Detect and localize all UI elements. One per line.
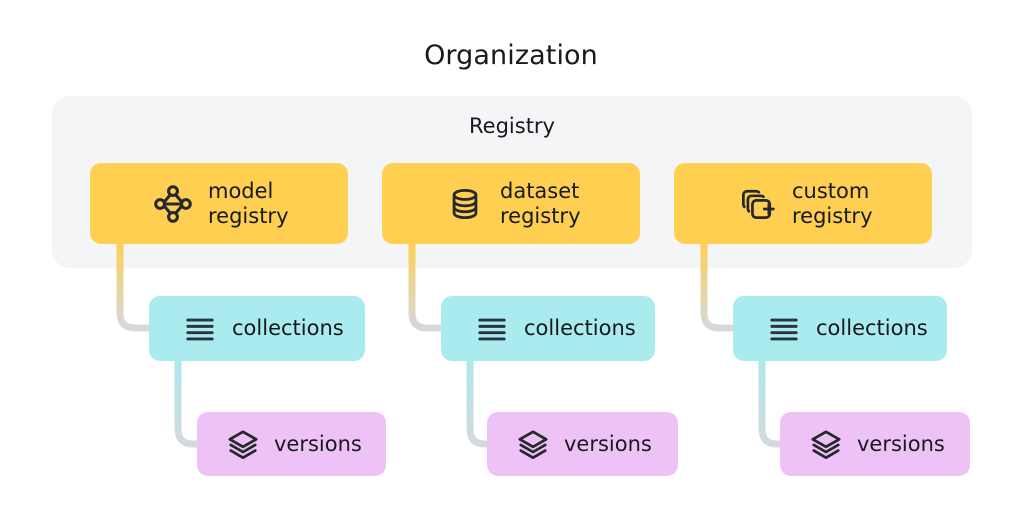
stacked-squares-plus-icon [736,183,778,225]
collections-box-model[interactable]: collections [149,296,365,361]
registry-card-label: dataset registry [500,178,581,228]
collections-label: collections [232,316,344,341]
registry-card-label: custom registry [792,178,873,228]
registry-card-label: model registry [208,178,289,228]
collections-box-custom[interactable]: collections [733,296,947,361]
layers-stack-icon [227,428,259,460]
list-lines-icon [769,314,799,344]
versions-box-model[interactable]: versions [197,412,386,476]
node-graph-icon [152,183,194,225]
collections-label: collections [524,316,636,341]
collections-box-dataset[interactable]: collections [441,296,655,361]
collections-label: collections [816,316,928,341]
versions-box-custom[interactable]: versions [780,412,970,476]
versions-box-dataset[interactable]: versions [487,412,678,476]
list-lines-icon [185,314,215,344]
registry-card-custom[interactable]: custom registry [674,163,932,244]
versions-label: versions [564,431,652,456]
list-lines-icon [477,314,507,344]
registry-card-dataset[interactable]: dataset registry [382,163,640,244]
registry-panel-label: Registry [469,114,555,138]
database-cylinder-icon [444,183,486,225]
layers-stack-icon [810,428,842,460]
registry-card-model[interactable]: model registry [90,163,348,244]
versions-label: versions [274,431,362,456]
versions-label: versions [857,431,945,456]
page-title: Organization [424,40,598,71]
layers-stack-icon [517,428,549,460]
